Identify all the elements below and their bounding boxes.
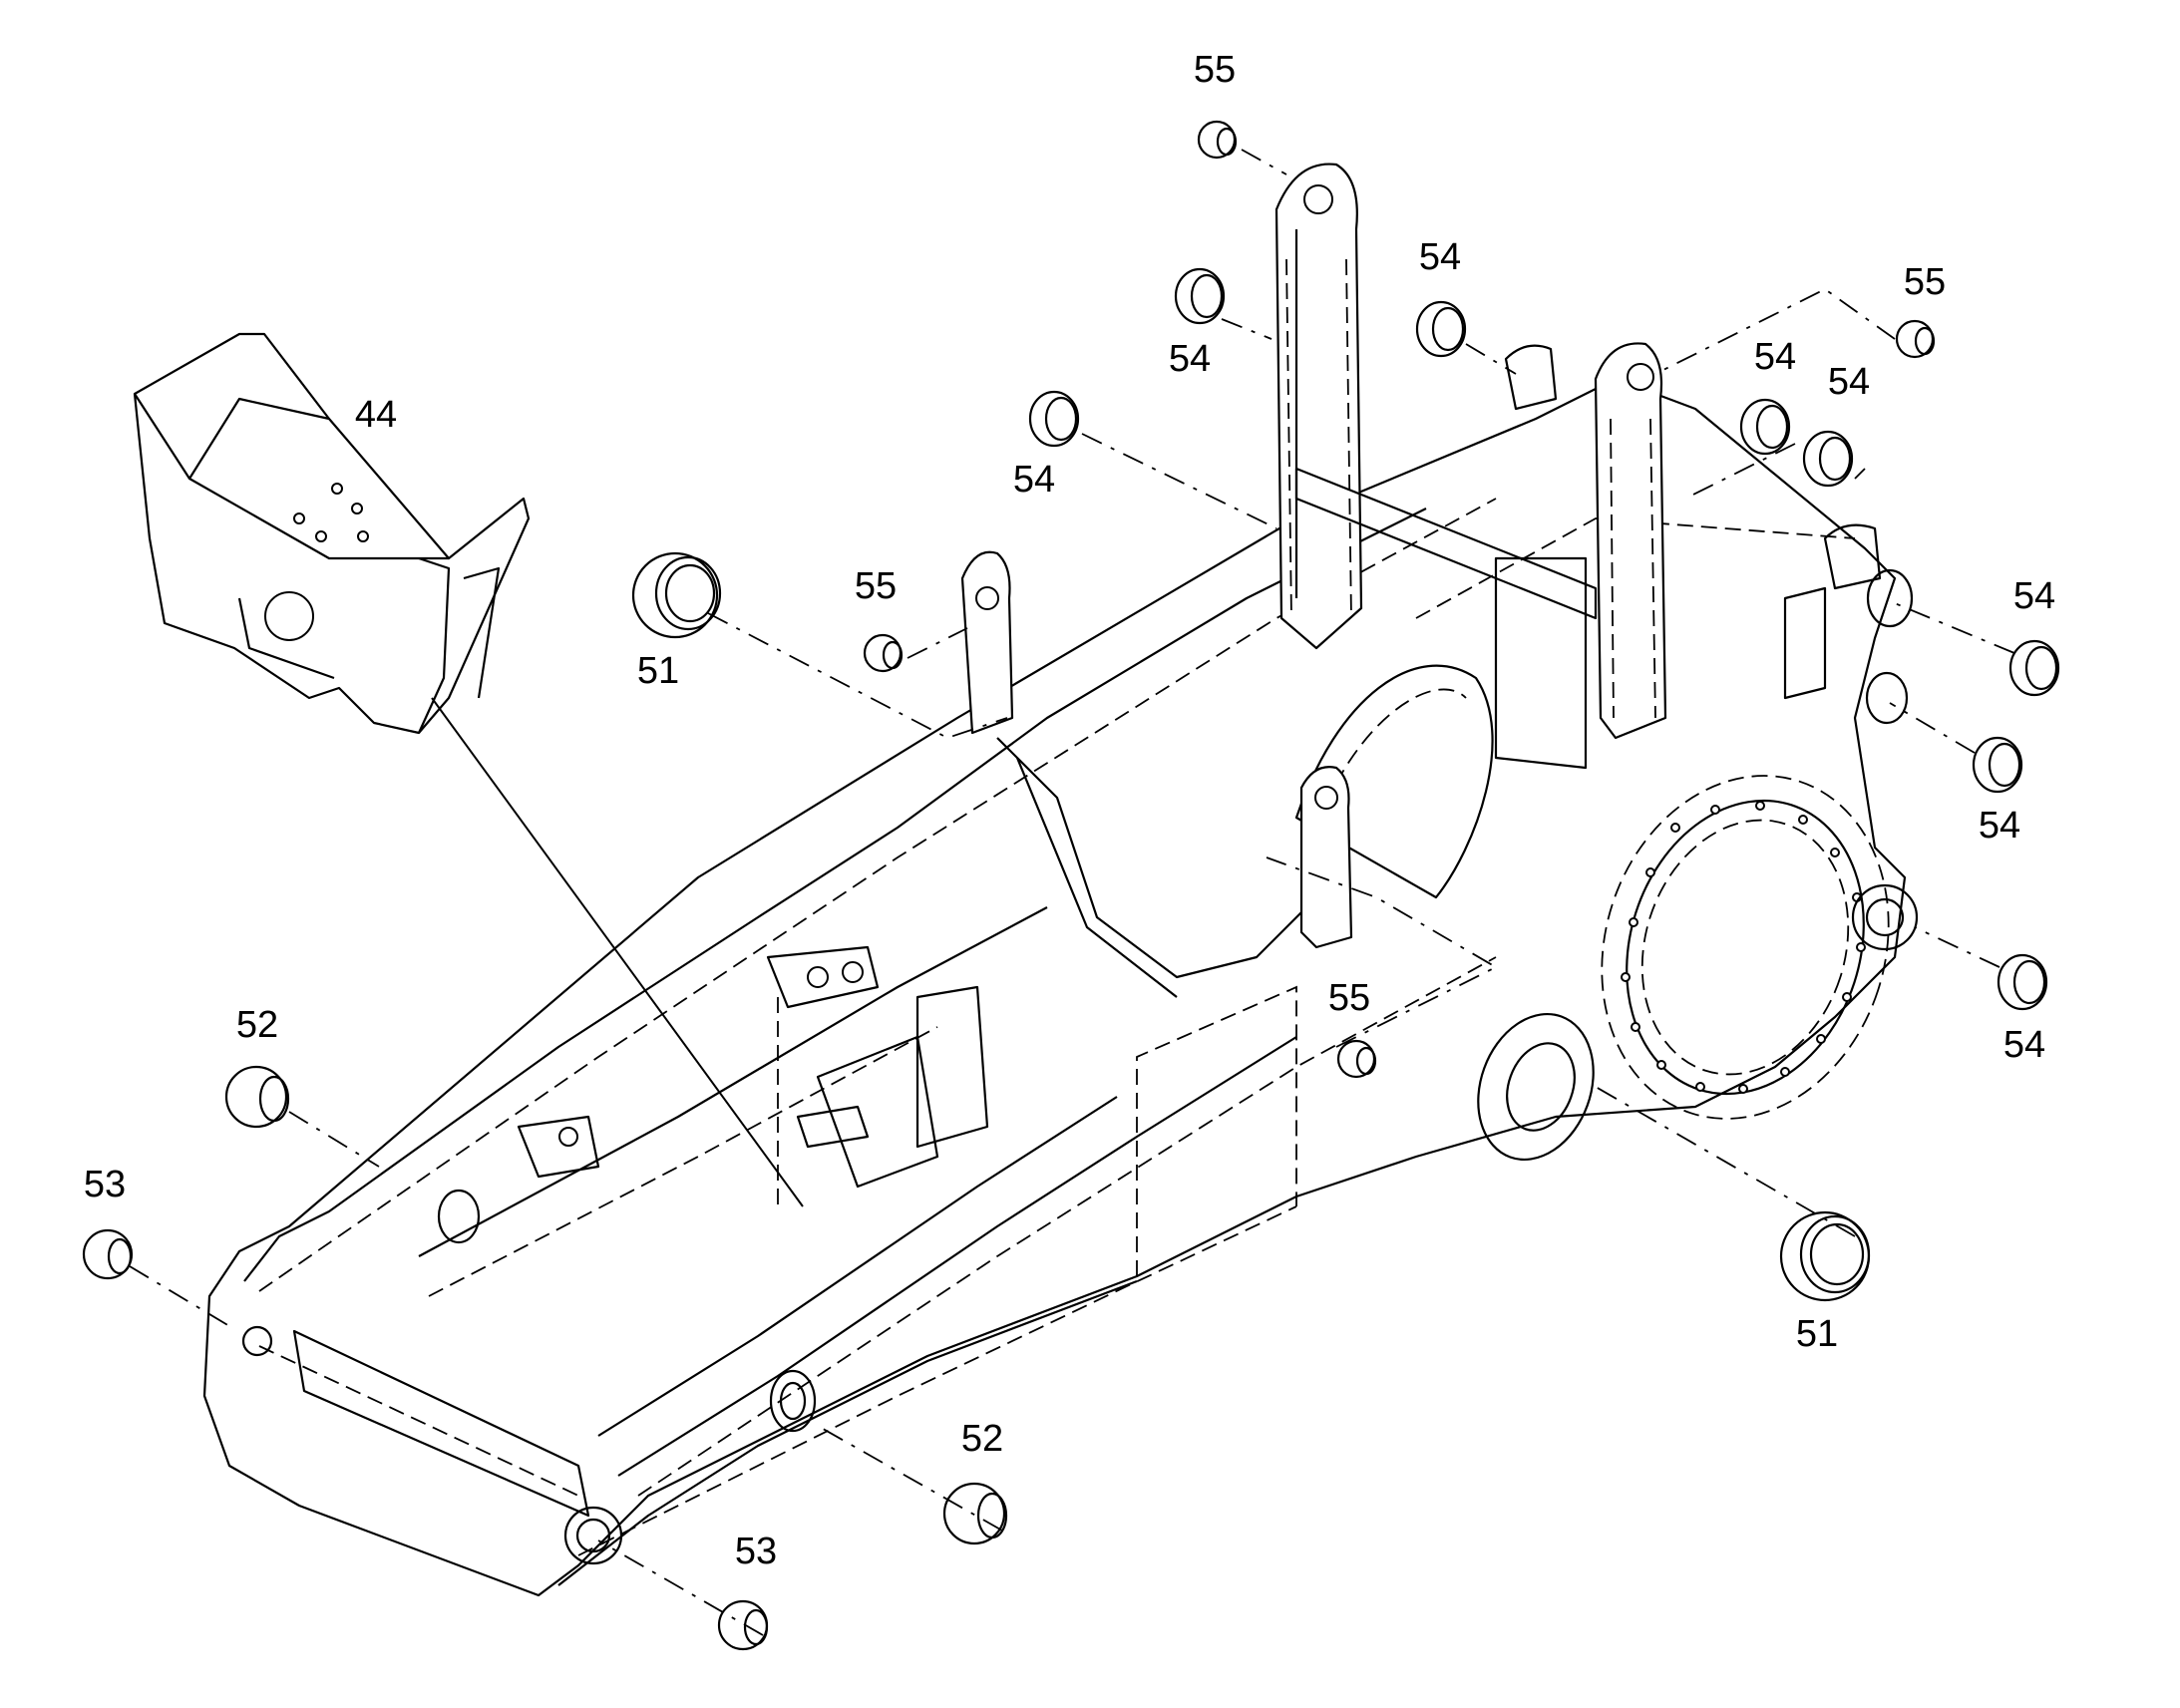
callout-53-left: 53 (84, 1164, 126, 1205)
upright-arm-left (960, 550, 1014, 735)
callout-54-g: 54 (1979, 805, 2020, 847)
leader-44 (431, 697, 804, 1207)
callout-55-c: 55 (855, 565, 897, 607)
part-44-bracket (133, 332, 531, 735)
callout-44: 44 (355, 394, 397, 436)
bushing-51-right (1779, 1210, 1871, 1302)
callout-labels: 44 51 51 52 52 53 53 54 54 54 54 54 54 5… (84, 49, 2055, 1572)
callout-55-b: 55 (1904, 261, 1946, 303)
bushing-52-right (942, 1482, 1008, 1545)
bushing-55 (863, 120, 1936, 1079)
main-frame (202, 377, 1919, 1597)
callout-55-a: 55 (1194, 49, 1236, 91)
bushing-53-left (82, 1228, 134, 1280)
bushing-53-right (717, 1599, 769, 1651)
callout-54-b: 54 (1419, 236, 1461, 278)
upright-arm-right (1594, 342, 1667, 740)
callout-54-e: 54 (1828, 361, 1870, 403)
bearing-ring-holes (1621, 801, 1866, 1094)
callout-52-right: 52 (961, 1418, 1003, 1460)
upright-arm-center (1274, 163, 1363, 650)
callout-54-d: 54 (1754, 336, 1796, 378)
upright-arm-lower (1299, 766, 1353, 949)
bushing-51-left (631, 551, 722, 639)
cross-tube (1294, 467, 1598, 620)
leader-lines (129, 149, 2015, 1636)
callout-54-c: 54 (1013, 459, 1055, 501)
callout-54-a: 54 (1169, 338, 1211, 380)
callout-53-right: 53 (735, 1531, 777, 1572)
bushing-54 (1028, 267, 2060, 1011)
callout-54-f: 54 (2013, 575, 2055, 617)
callout-55-d: 55 (1328, 977, 1370, 1019)
callout-54-h: 54 (2003, 1024, 2045, 1066)
callout-51-right: 51 (1796, 1313, 1838, 1355)
callout-51-left: 51 (637, 650, 679, 692)
bushing-52-left (224, 1065, 290, 1129)
callout-52-left: 52 (236, 1004, 278, 1046)
